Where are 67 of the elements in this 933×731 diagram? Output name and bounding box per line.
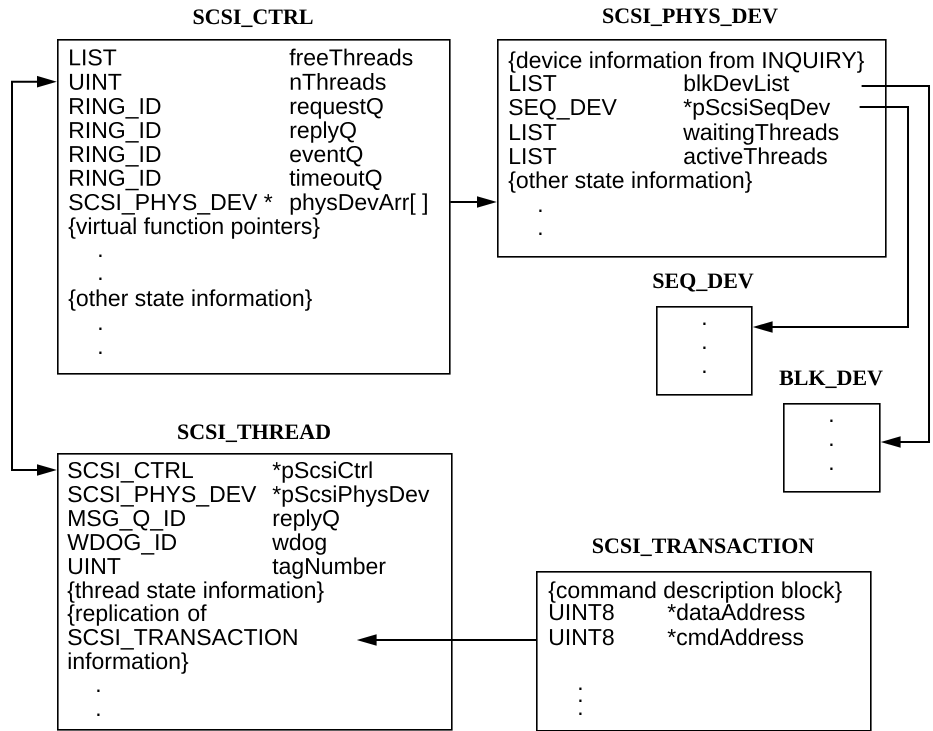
field-text: LIST [510, 124, 556, 140]
field-text: {device information from INQUIRY} [508, 51, 864, 73]
field-text: RING_ID [70, 146, 160, 167]
field-text: waitingThreads [683, 123, 838, 145]
ellipsis-dot: . [97, 690, 100, 692]
field-text: {other state information} [68, 289, 312, 311]
struct-title: SEQ_DEV [653, 273, 754, 292]
field-text: UINT8 [550, 604, 614, 620]
ellipsis-dot: . [703, 370, 706, 373]
field-text: tagNumber [272, 557, 386, 579]
field-text: RING_ID [70, 122, 160, 143]
ellipsis-dot: . [539, 232, 542, 235]
field-text: {replication of SCSI_TRANSACTION information} [68, 604, 297, 674]
ellipsis-dot: . [830, 468, 832, 470]
ellipsis-dot: . [703, 346, 706, 349]
field-text: *pScsiCtrl [272, 461, 372, 483]
field-text: UINT [68, 558, 120, 574]
ellipsis-dot: . [579, 700, 582, 702]
struct-title: SCSI_PHYS_DEV [603, 8, 778, 26]
ellipsis-dot: . [539, 210, 542, 212]
field-text: freeThreads [290, 48, 412, 66]
field-text: timeoutQ [290, 169, 382, 190]
struct-title: SCSI_THREAD [178, 424, 330, 442]
field-text: nThreads [290, 73, 386, 90]
field-text: *cmdAddress [668, 628, 804, 646]
ellipsis-dot: . [99, 352, 102, 354]
field-text: physDevArr[ ] [290, 193, 427, 215]
field-text: UINT8 [550, 628, 614, 646]
field-text: wdog [272, 533, 326, 555]
struct-title: SCSI_TRANSACTION [592, 538, 814, 556]
arrow [862, 85, 930, 448]
field-text: {other state information} [508, 171, 752, 193]
ellipsis-dot: . [99, 328, 102, 330]
struct-title: SCSI_CTRL [194, 9, 313, 28]
ellipsis-dot: . [579, 712, 582, 715]
field-text: {thread state information} [68, 581, 324, 603]
field-text: SCSI_PHYS_DEV * [69, 194, 272, 215]
field-text: UINT [70, 74, 122, 90]
field-text: replyQ [274, 509, 339, 531]
field-text: SEQ_DEV [509, 98, 617, 120]
field-text: *dataAddress [668, 603, 804, 620]
ellipsis-dot: . [830, 420, 832, 422]
field-text: activeThreads [684, 147, 827, 164]
field-text: {virtual function pointers} [68, 217, 320, 239]
field-text: SCSI_CTRL [68, 462, 193, 483]
field-text: LIST [510, 74, 556, 92]
ellipsis-dot: . [579, 688, 582, 690]
field-text: MSG_Q_ID [69, 510, 185, 531]
field-text: eventQ [290, 146, 362, 166]
ellipsis-dot: . [830, 444, 832, 446]
struct-title: BLK_DEV [779, 370, 883, 388]
field-text: *pScsiPhysDev [272, 485, 430, 507]
field-text: replyQ [290, 121, 356, 143]
field-text: requestQ [290, 98, 383, 119]
field-text: *pScsiSeqDev [684, 98, 830, 120]
field-text: {command description block} [548, 581, 842, 603]
field-text: LIST [510, 148, 556, 164]
ellipsis-dot: . [99, 254, 102, 257]
field-text: SCSI_PHYS_DEV [68, 486, 256, 507]
field-text: WDOG_ID [67, 534, 176, 555]
field-text: RING_ID [70, 170, 160, 190]
ellipsis-dot: . [99, 278, 102, 280]
field-text: blkDevList [684, 74, 790, 92]
field-text: LIST [70, 49, 116, 66]
ellipsis-dot: . [703, 322, 706, 325]
field-text: RING_ID [70, 98, 160, 119]
ellipsis-dot: . [97, 714, 100, 716]
